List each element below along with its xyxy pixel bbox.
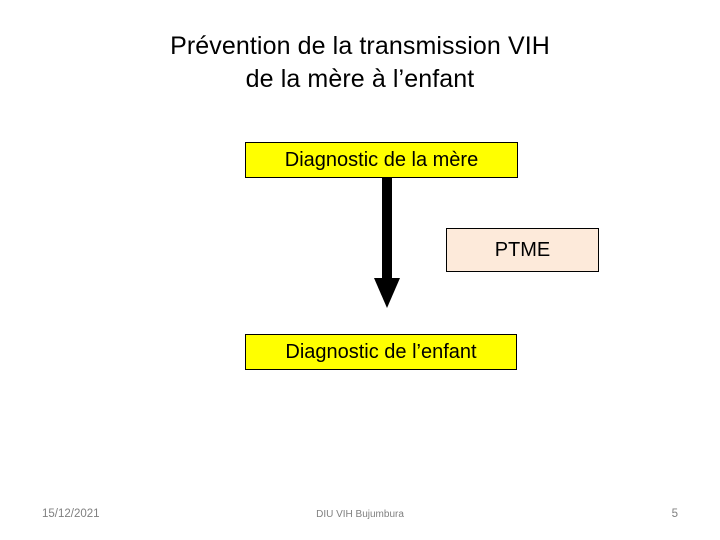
page-title-line-1: Prévention de la transmission VIH [170, 32, 550, 60]
footer-center-text: DIU VIH Bujumbura [316, 509, 404, 520]
diagram-node-diagnostic-mere: Diagnostic de la mère [245, 142, 518, 178]
diagram-node-label: Diagnostic de la mère [284, 148, 479, 171]
diagram-node-label: Diagnostic de l’enfant [285, 340, 477, 363]
footer-date: 15/12/2021 [42, 508, 100, 520]
page-title-line-2: de la mère à l’enfant [245, 65, 475, 93]
diagram-node-diagnostic-enfant: Diagnostic de l’enfant [245, 334, 517, 370]
diagram-node-ptme: PTME [446, 228, 599, 272]
down-arrow-icon [374, 178, 400, 308]
page-title: Prévention de la transmission VIH de la … [60, 30, 660, 96]
footer-page-number: 5 [671, 508, 678, 520]
diagram-node-label: PTME [494, 238, 551, 261]
